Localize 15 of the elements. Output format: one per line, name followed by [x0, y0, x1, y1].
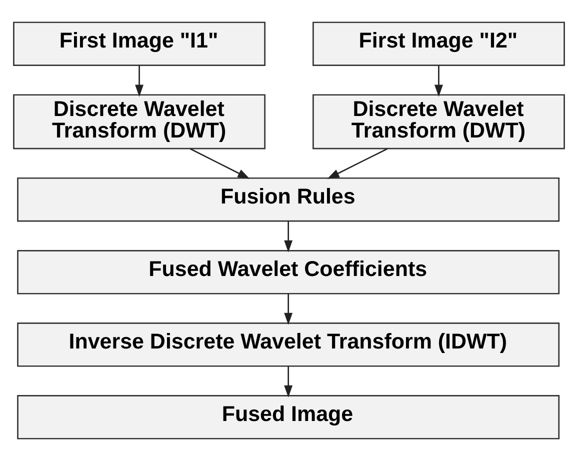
arrow — [190, 148, 250, 178]
node-box: Fused Wavelet Coefficients — [17, 249, 560, 294]
arrow — [434, 64, 443, 96]
arrow — [284, 293, 293, 324]
node-box: Inverse Discrete Wavelet Transform (IDWT) — [17, 322, 560, 366]
arrow — [284, 366, 293, 397]
node-box: Fused Image — [17, 394, 560, 439]
arrow — [135, 64, 144, 96]
node-box: Discrete Wavelet Transform (DWT) — [13, 94, 266, 149]
node-box: First Image "I2" — [312, 21, 565, 66]
node-box: First Image "I1" — [13, 21, 266, 66]
node-box: Fusion Rules — [17, 176, 560, 222]
arrow — [284, 220, 293, 252]
arrow — [327, 148, 388, 178]
node-box: Discrete Wavelet Transform (DWT) — [312, 94, 565, 149]
